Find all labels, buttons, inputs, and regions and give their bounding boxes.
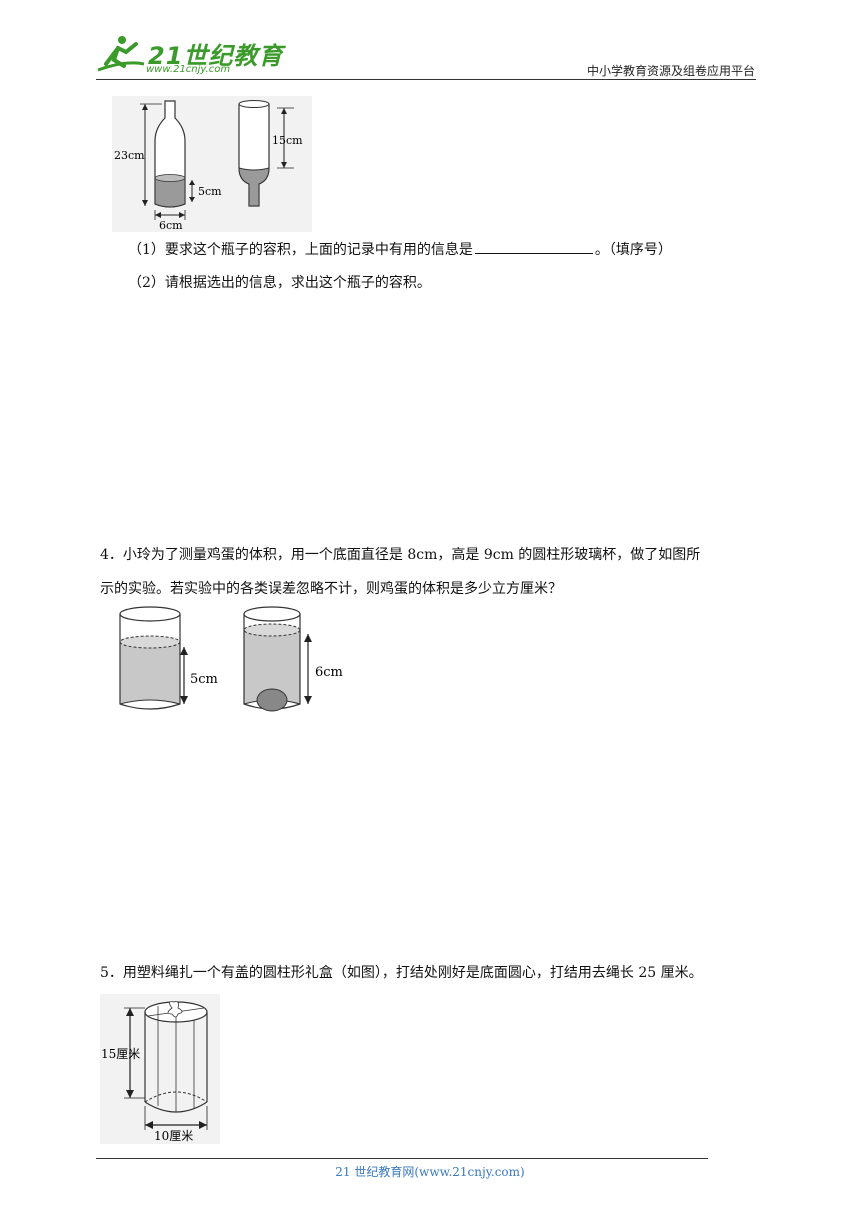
bottle-figure: 23cm 5cm 6cm 15cm [112, 96, 312, 232]
site-tagline: 中小学教育资源及组卷应用平台 [586, 64, 755, 78]
bottle-height-label: 23cm [114, 149, 145, 162]
bottle-diameter-label: 6cm [159, 219, 183, 232]
footer-link[interactable]: 21 世纪教育网(www.21cnjy.com) [335, 1165, 525, 1179]
header-divider [96, 79, 756, 80]
egg-shape [256, 688, 288, 712]
water-height-label: 5cm [198, 185, 222, 198]
q5-line1: 5．用塑料绳扎一个有盖的圆柱形礼盒（如图），打结处刚好是底面圆心，打结用去绳长 … [100, 965, 703, 981]
level-after-label: 6cm [315, 665, 343, 680]
answer-blank[interactable] [474, 239, 593, 254]
logo-url: www.21cnjy.com [146, 64, 231, 75]
cup-experiment-figure: 5cm 6cm [119, 606, 343, 712]
q3-part2: （2）请根据选出的信息，求出这个瓶子的容积。 [128, 275, 431, 291]
site-logo [97, 36, 145, 72]
diameter-label: 10厘米 [154, 1129, 193, 1143]
air-height-label: 15cm [272, 134, 303, 147]
logo-text: 21世纪教育 [148, 42, 284, 70]
q4-line2: 示的实验。若实验中的各类误差忽略不计，则鸡蛋的体积是多少立方厘米？ [100, 581, 562, 597]
height-label: 15厘米 [101, 1047, 140, 1061]
level-before-label: 5cm [190, 672, 218, 687]
q4-line1: 4．小玲为了测量鸡蛋的体积，用一个底面直径是 8cm，高是 9cm 的圆柱形玻璃… [100, 547, 701, 563]
footer-divider [96, 1158, 708, 1159]
q3-part1: （1）要求这个瓶子的容积，上面的记录中有用的信息是。（填序号） [128, 239, 672, 261]
gift-box-figure: 15厘米 10厘米 [100, 994, 220, 1144]
